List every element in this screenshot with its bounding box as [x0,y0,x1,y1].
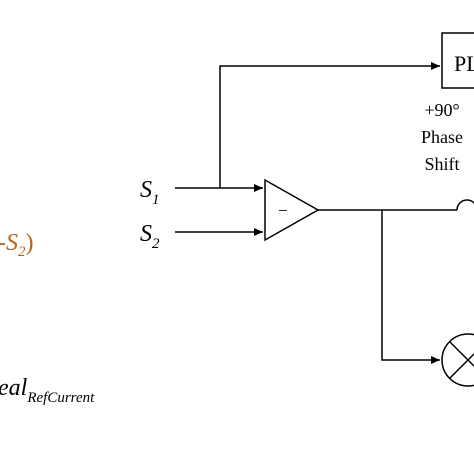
comparator-minus-sign: − [278,201,288,220]
pll-block [441,32,474,89]
output-hop-arc [456,199,474,211]
comparator-to-multiplier-wire [381,210,440,364]
phase-shift-degrees: +90° [424,100,459,120]
multiplier-cross-b [449,352,474,379]
pll-label: PL [454,51,474,76]
input-s2-label: S2 [140,221,160,252]
input-s1-label: S1 [140,177,160,208]
phase-shift-word: Phase [421,127,463,147]
multiplier-block [441,333,474,387]
comparator-block [264,178,320,242]
s1-to-pll-wire [219,62,440,188]
phase-shift-label: Shift [424,154,459,174]
ideal-ref-current-label: ealRefCurrent [0,375,95,406]
difference-expression: -S2) [0,230,34,260]
